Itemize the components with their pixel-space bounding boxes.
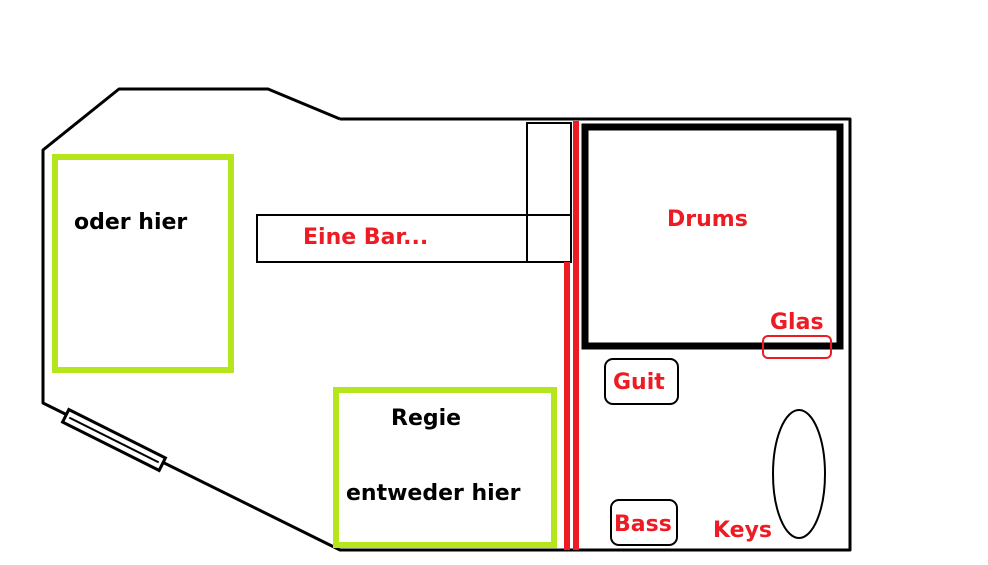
- bar-back-block: [526, 122, 572, 216]
- label-entweder-hier: entweder hier: [346, 481, 521, 506]
- label-guit: Guit: [613, 370, 665, 395]
- glass-window: [762, 335, 832, 359]
- label-bar: Eine Bar...: [303, 225, 428, 250]
- zone-regie: [333, 387, 557, 548]
- outer-wall: [41, 87, 852, 552]
- label-bass: Bass: [614, 512, 672, 537]
- door: [60, 407, 168, 473]
- label-drums: Drums: [667, 207, 748, 232]
- bar-counter: [256, 214, 572, 263]
- zone-oder-hier: [52, 154, 234, 373]
- bass-box: [610, 499, 678, 546]
- guit-box: [604, 358, 679, 405]
- label-oder-hier: oder hier: [74, 210, 187, 235]
- label-glas: Glas: [770, 310, 824, 335]
- label-regie: Regie: [391, 406, 461, 431]
- drum-booth: [581, 123, 844, 350]
- keys-ellipse: [772, 409, 826, 539]
- label-keys: Keys: [713, 518, 772, 543]
